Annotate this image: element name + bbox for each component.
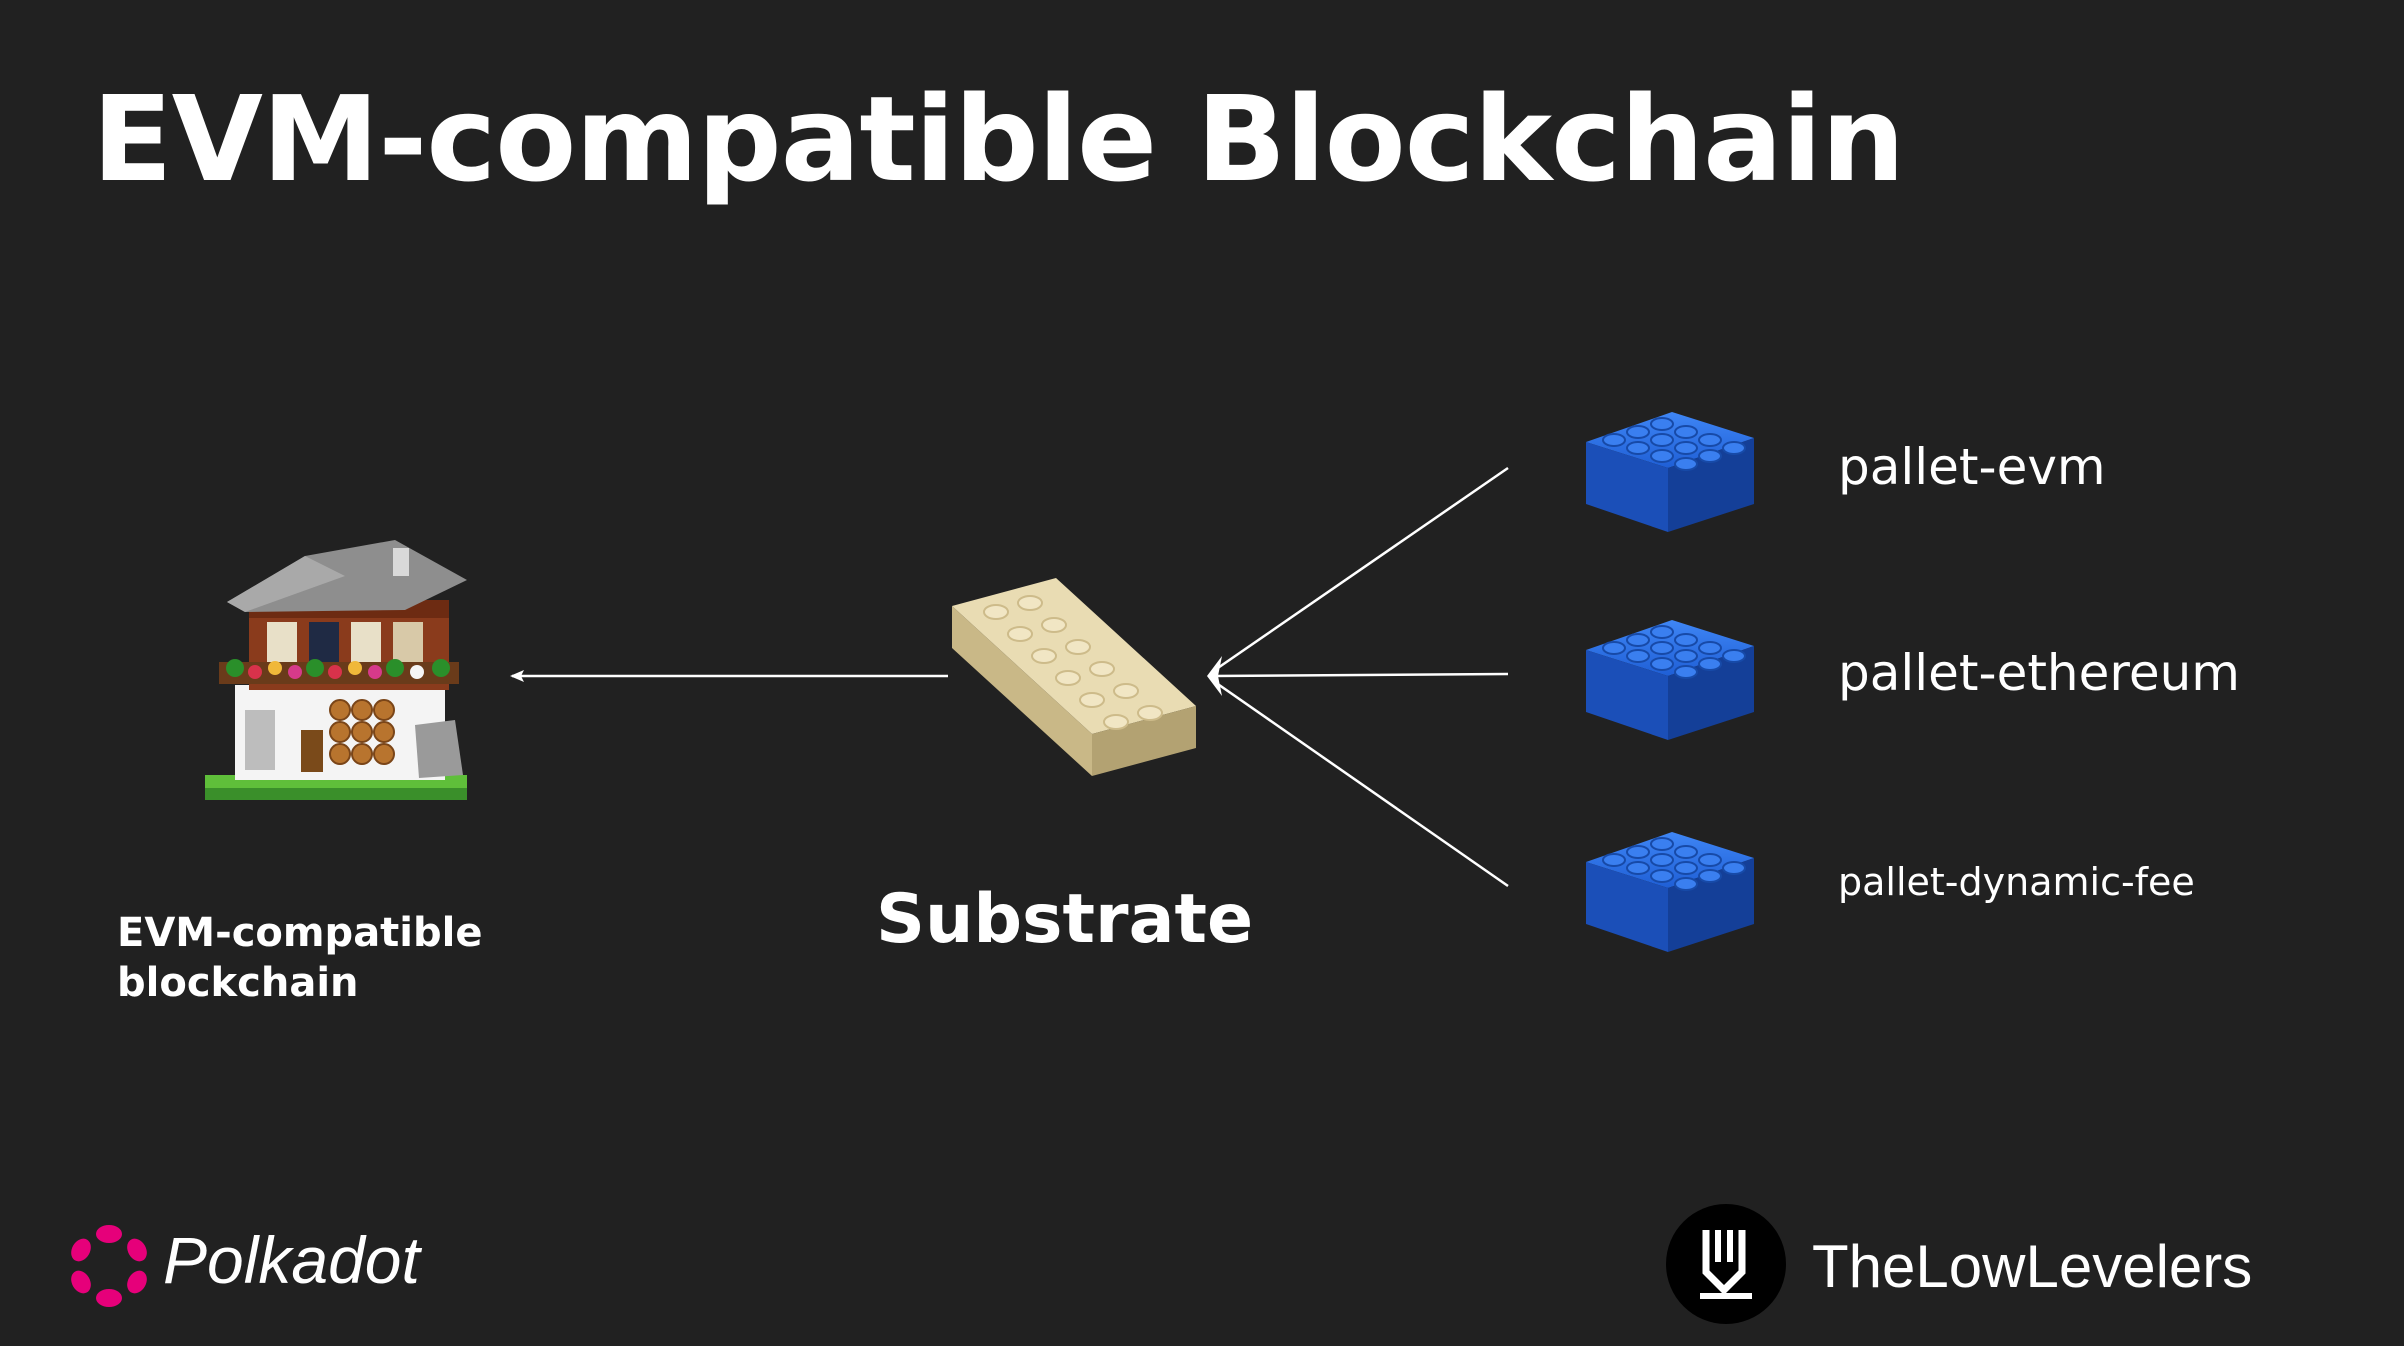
tan-lego-brick-icon — [952, 578, 1196, 776]
pallet-dynamic-fee-arrow — [1211, 678, 1509, 888]
lowlevelers-logo-icon — [1666, 1204, 1786, 1324]
pallet-dynamic-fee-label: pallet-dynamic-fee — [1838, 860, 2195, 904]
blue-lego-brick-icon — [1586, 412, 1754, 532]
slide-title: EVM-compatible Blockchain — [92, 70, 1905, 208]
converging-arrowhead — [1207, 656, 1222, 696]
substrate-label: Substrate — [876, 880, 1254, 959]
pallet-evm-arrow — [1211, 466, 1509, 674]
blue-lego-brick-icon — [1586, 620, 1754, 740]
lego-house-icon — [205, 540, 467, 800]
polkadot-logo-icon — [71, 1225, 147, 1307]
house-label: EVM-compatible blockchain — [117, 910, 483, 1006]
blue-lego-brick-icon — [1586, 832, 1754, 952]
pallet-evm-label: pallet-evm — [1838, 438, 2106, 496]
lowlevelers-wordmark: TheLowLevelers — [1812, 1233, 2253, 1300]
pallet-ethereum-arrow — [1211, 672, 1509, 678]
pallet-arrows — [1207, 466, 1509, 888]
polkadot-wordmark: Polkadot — [163, 1223, 420, 1297]
pallet-ethereum-label: pallet-ethereum — [1838, 644, 2241, 702]
